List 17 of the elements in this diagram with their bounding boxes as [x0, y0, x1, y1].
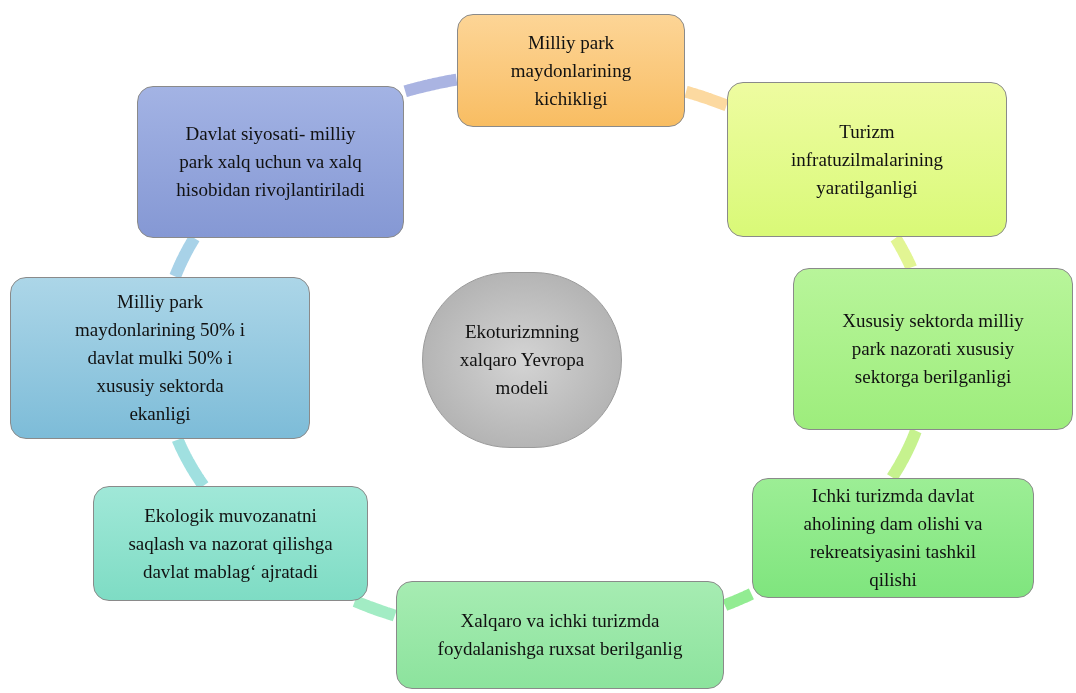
box-text: Ekologik muvozanatni saqlash va nazorat qilishga davlat mablag‘ ajratadi [127, 503, 334, 584]
box-text: Ekoturizmning xalqaro Yevropa modeli [458, 320, 586, 400]
box-text: Milliy park maydonlarining kichikligi [509, 30, 633, 111]
topic-box [396, 581, 724, 689]
topic-box [93, 486, 368, 601]
topic-box [727, 82, 1007, 237]
topic-box [137, 86, 404, 238]
box-text: Xalqaro va ichki turizmda foydalanishga ruxsat berilganlig [436, 609, 684, 661]
topic-box [457, 14, 685, 127]
topic-box [10, 277, 310, 439]
box-text: Ichki turizmda davlat aholining dam olishi va rekreatsiyasini tashkil qilishi [802, 484, 984, 592]
topic-box [752, 478, 1034, 598]
box-text: Milliy park maydonlarining 50% i davlat mulki 50% i xususiy sektorda ekanligi [75, 290, 245, 426]
box-text: Xususiy sektorda milliy park nazorati xususiy sektorga berilganligi [842, 309, 1024, 389]
box-text: Davlat siyosati- milliy park xalq uchun va xalq hisobidan rivojlantiriladi [175, 122, 366, 202]
topic-box [793, 268, 1073, 430]
box-text: Turizm infratuzilmalarining yaratilganligi [790, 119, 944, 200]
